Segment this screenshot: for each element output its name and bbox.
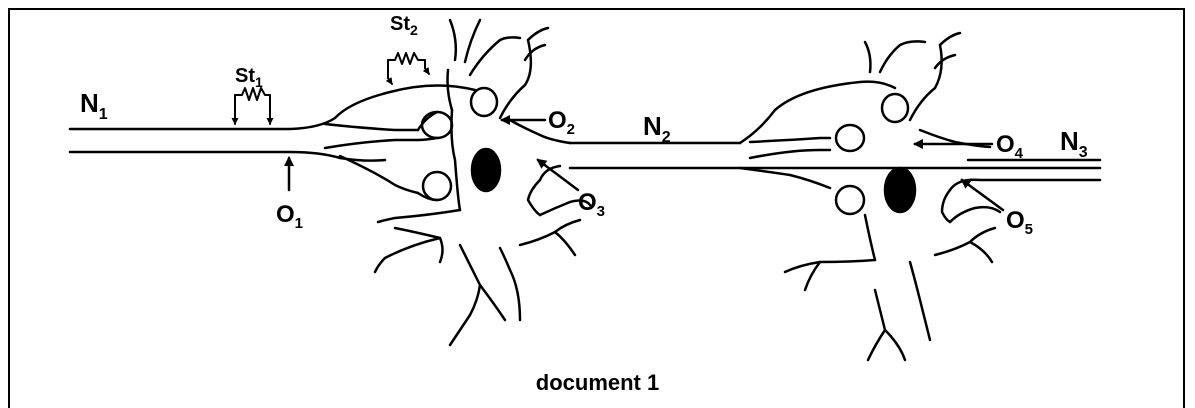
label-st2: St2 [390, 13, 418, 38]
label-o2: O2 [548, 107, 575, 138]
axon-n1 [70, 85, 475, 193]
label-n2: N2 [643, 111, 671, 146]
stimulator-st2 [388, 53, 429, 84]
label-n1: N1 [80, 88, 108, 123]
stimulator-st1 [235, 88, 270, 124]
neuron-body-2 [785, 33, 1100, 360]
label-o4: O4 [996, 131, 1024, 162]
figure-caption: document 1 [0, 370, 1195, 396]
label-n3: N3 [1060, 126, 1088, 161]
label-o1: O1 [276, 201, 303, 232]
label-o3: O3 [578, 189, 605, 220]
label-o5: O5 [1006, 207, 1033, 238]
nucleus-2 [885, 168, 915, 212]
arrow-o5 [962, 180, 1003, 210]
axon-n2 [740, 82, 895, 188]
nucleus-1 [472, 149, 500, 191]
label-st1: St1 [235, 65, 263, 90]
